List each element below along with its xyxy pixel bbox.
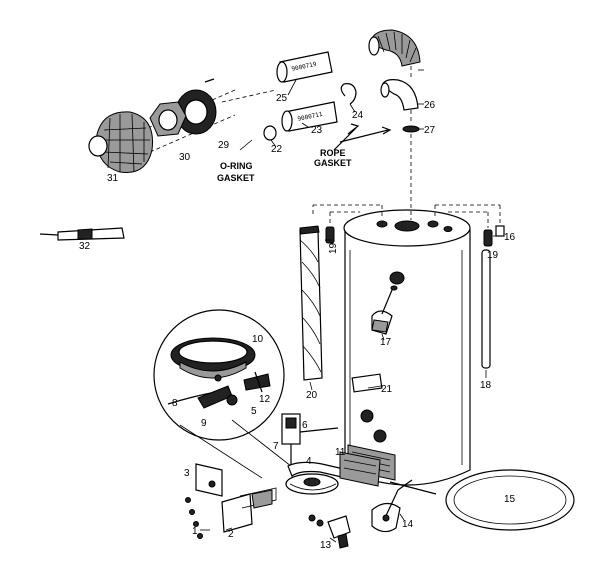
callout-25: 25 <box>276 93 288 104</box>
callout-16: 16 <box>504 232 516 243</box>
relief-valve <box>371 285 398 335</box>
vent-assembly: 9000719 9000711 <box>263 29 421 220</box>
callout-27: 27 <box>424 125 436 136</box>
vent-gasket <box>402 125 420 133</box>
callout-3: 3 <box>184 468 190 479</box>
gas-valve-inset <box>153 309 285 441</box>
flex-vent-elbow <box>369 29 421 67</box>
rope-label-line2: GASKET <box>314 158 352 168</box>
callout-26-upper: 26 <box>424 100 436 111</box>
heat-trap-right <box>483 229 493 247</box>
rope-label-line1: ROPE <box>320 148 346 158</box>
callout-19-left: 19 <box>328 242 339 254</box>
dip-tube-and-fittings <box>299 204 505 381</box>
drain-pan <box>445 469 575 531</box>
o-ring-label-line1: O-RING <box>220 161 253 171</box>
callout-18: 18 <box>480 380 492 391</box>
vent-elbow <box>381 79 419 111</box>
callout-4: 4 <box>306 456 312 467</box>
water-heater-tank <box>343 209 471 486</box>
leader-lines <box>200 69 498 543</box>
callout-1: 1 <box>192 526 198 537</box>
callout-6: 6 <box>302 420 308 431</box>
callout-2: 2 <box>228 529 234 540</box>
callout-numbers: 26 27 25 24 23 22 29 30 31 32 19 19 16 1… <box>79 93 516 551</box>
flue-baffle-assembly <box>88 78 277 174</box>
drain-valve <box>308 514 351 549</box>
callout-23: 23 <box>311 125 323 136</box>
callout-21: 21 <box>381 384 393 395</box>
callout-14: 14 <box>402 519 414 530</box>
callout-9: 9 <box>201 418 207 429</box>
vent-nipple-25: 9000719 <box>276 51 333 83</box>
door-screws <box>185 497 203 539</box>
callout-29: 29 <box>218 140 230 151</box>
dip-tube <box>299 229 323 381</box>
heat-trap-left <box>325 226 335 244</box>
callout-15: 15 <box>504 494 516 505</box>
callout-22: 22 <box>271 144 283 155</box>
callout-20: 20 <box>306 390 318 401</box>
callout-13: 13 <box>320 540 332 551</box>
gasket-labels: O-RING GASKET ROPE GASKET <box>217 148 352 183</box>
rating-label <box>351 373 383 393</box>
outer-door <box>195 463 223 497</box>
probe-tool <box>39 227 125 241</box>
callout-32: 32 <box>79 241 91 252</box>
o-ring-label-line2: GASKET <box>217 173 255 183</box>
callout-17: 17 <box>380 337 392 348</box>
callout-24: 24 <box>352 110 364 121</box>
o-ring-gasket <box>263 125 277 141</box>
inner-door <box>221 493 253 533</box>
vent-nipple-23: 9000711 <box>281 101 338 132</box>
pressure-valve <box>371 479 413 533</box>
callout-31: 31 <box>107 173 119 184</box>
callout-12: 12 <box>259 394 271 405</box>
burner-assembly <box>185 413 437 549</box>
callout-7: 7 <box>273 441 279 452</box>
callout-8: 8 <box>172 398 178 409</box>
callout-11: 11 <box>335 447 346 458</box>
anode-rod <box>481 249 491 369</box>
burner-cap <box>95 111 154 174</box>
callout-5: 5 <box>251 406 257 417</box>
callout-30: 30 <box>179 152 191 163</box>
callout-19-right: 19 <box>487 250 499 261</box>
callout-10: 10 <box>252 334 264 345</box>
rope-gasket <box>340 83 357 105</box>
